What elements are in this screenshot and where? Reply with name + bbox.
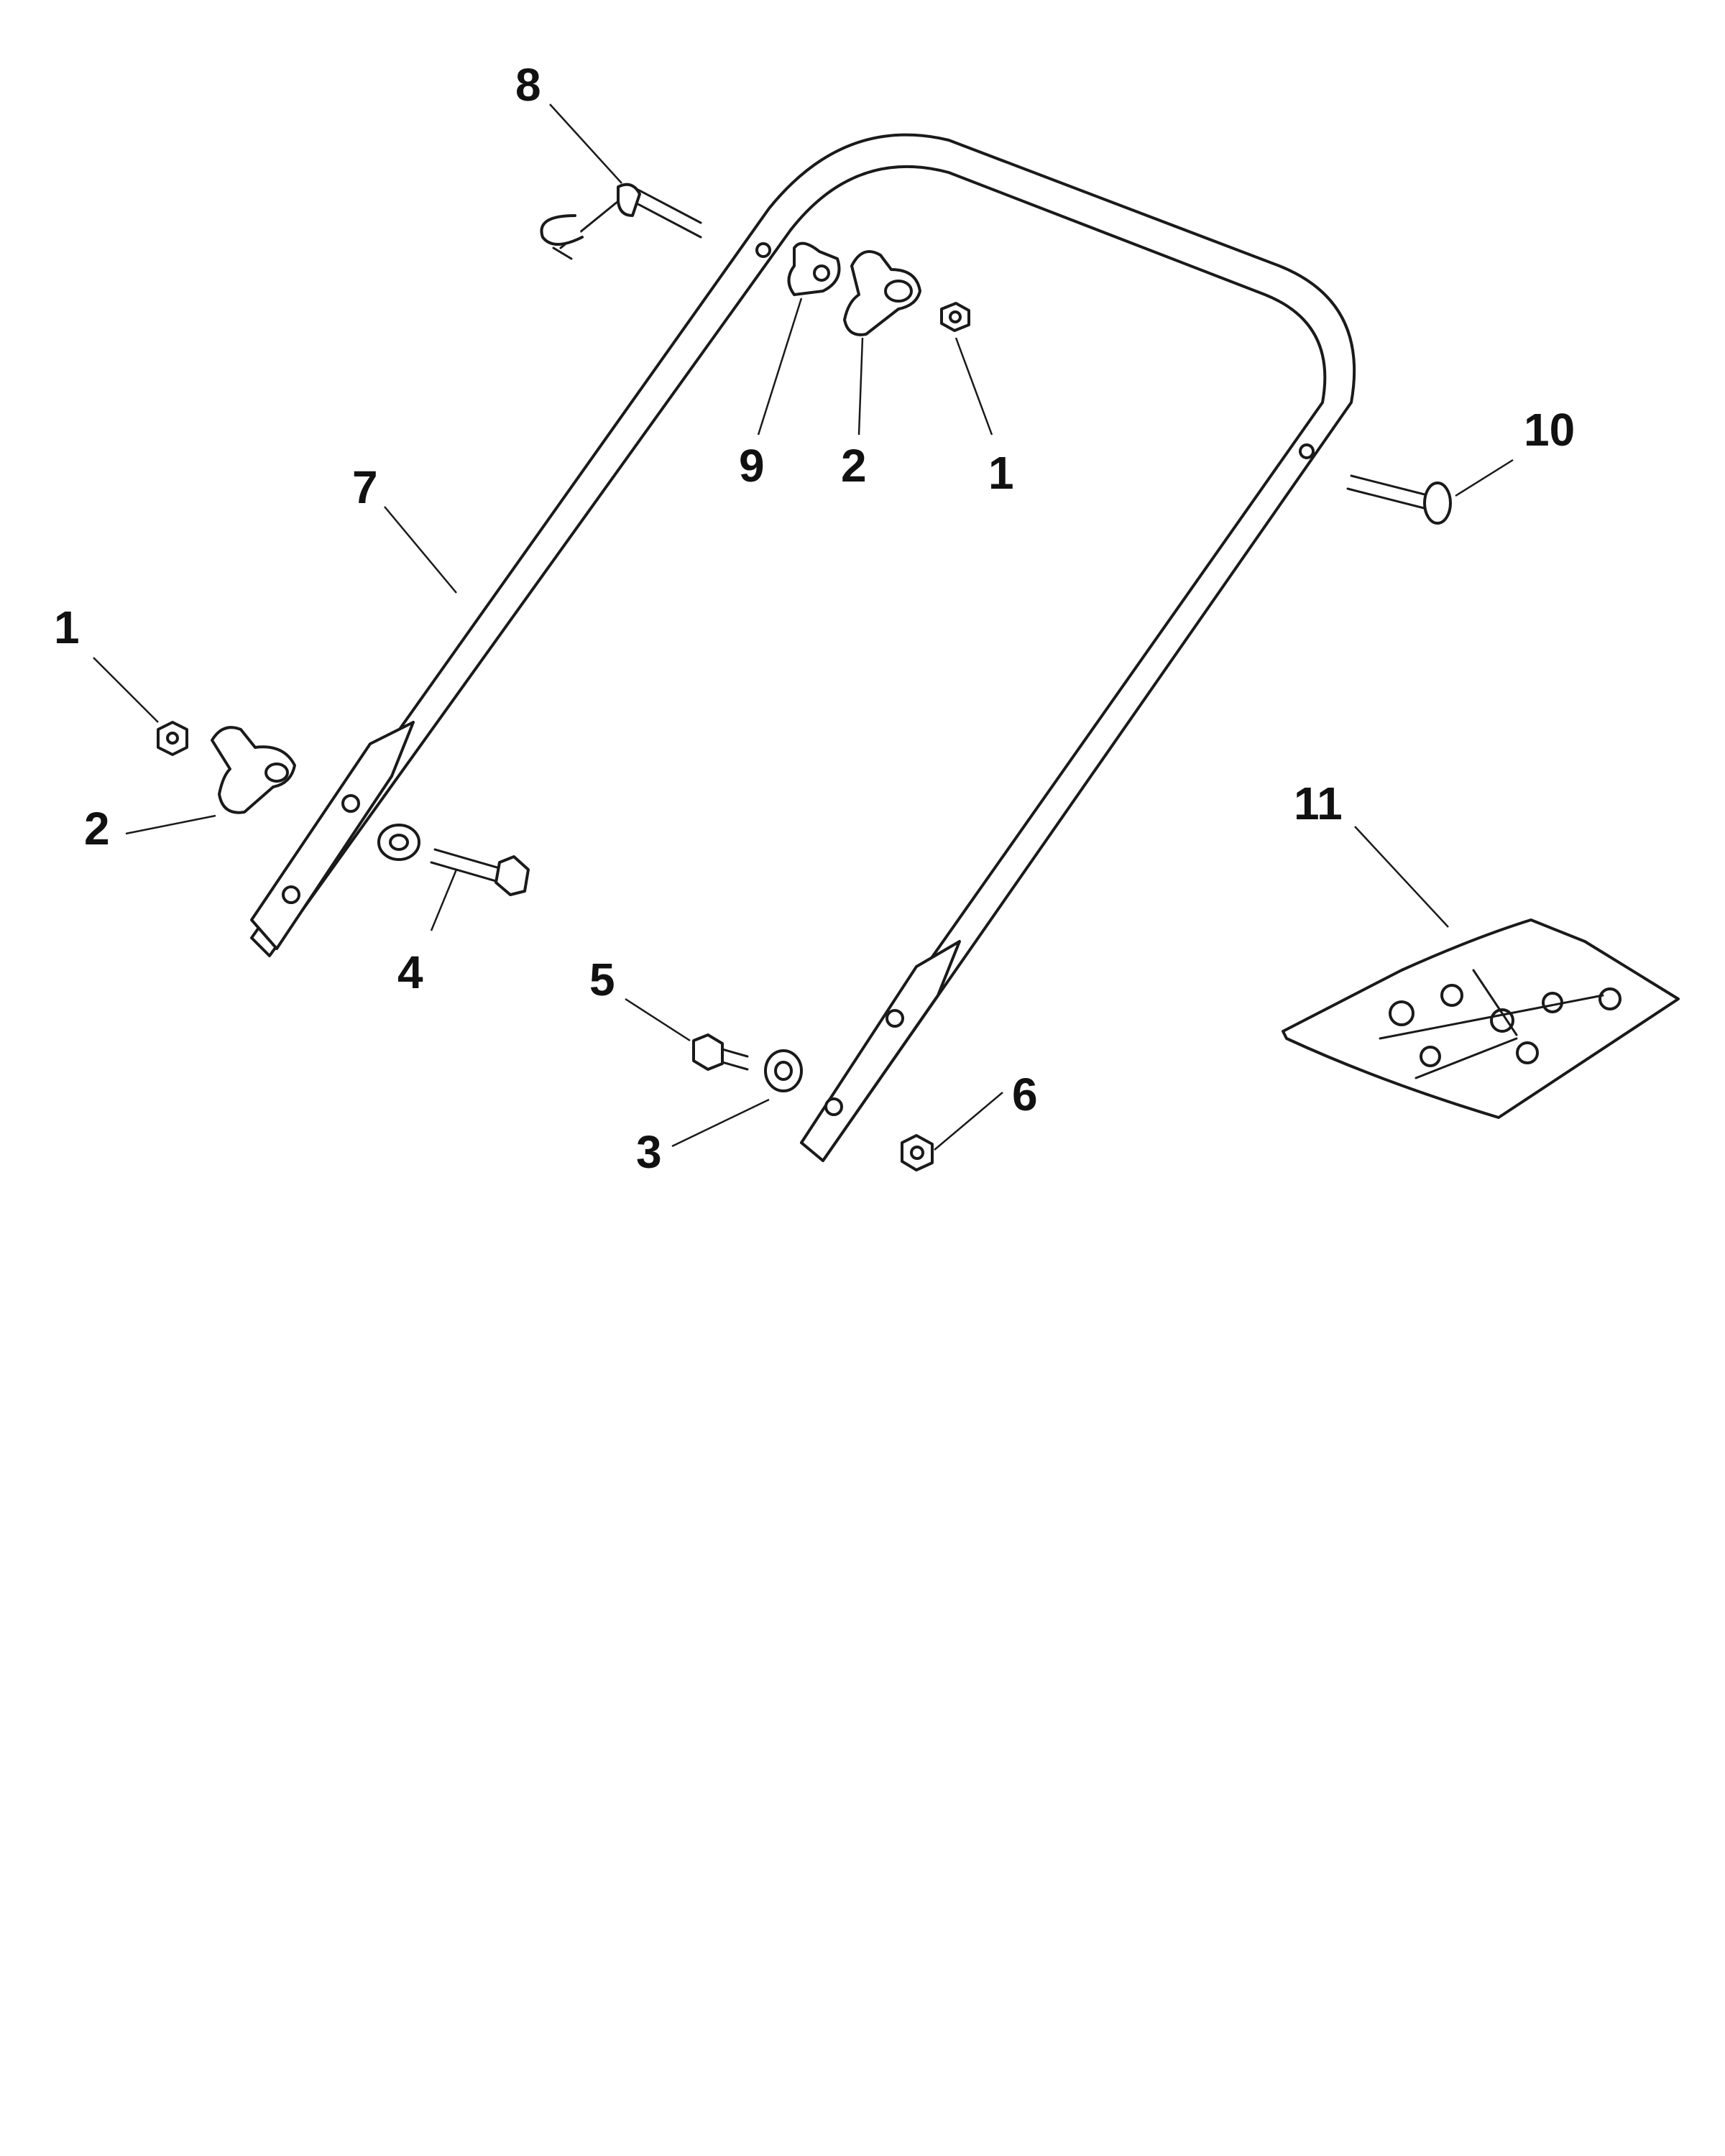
callout-label-7: 7 [352,461,378,513]
upper-handle [250,133,1356,1162]
clevis-pin-with-clip [540,183,702,260]
handle-hole [282,885,300,904]
callout-label-11: 11 [1294,778,1343,829]
carriage-bolt [1346,474,1452,525]
nut [940,302,970,332]
cable-guide [787,241,841,296]
spacer-washer [764,1049,803,1092]
callout-label-3: 3 [636,1126,662,1178]
callout-label-5: 5 [589,954,615,1005]
handle-hole [341,794,360,813]
handle-hole [1299,443,1315,459]
handle-knob [211,726,296,814]
callout-label-6: 6 [1012,1069,1038,1120]
handle-knob [843,250,921,336]
callout-label-4: 4 [397,946,423,998]
nut [157,721,188,756]
callout-labels: 8 9 2 1 10 7 1 2 4 5 3 6 11 [54,59,1575,1178]
handle-hole [755,242,771,258]
callout-label-1: 1 [988,447,1014,499]
callout-label-1: 1 [54,602,80,653]
short-bolt [692,1033,749,1071]
lock-nut [901,1134,934,1171]
hardware-kit-bag [1282,918,1680,1119]
leader-lines [93,103,1514,1151]
callout-label-2: 2 [84,803,110,854]
callout-label-8: 8 [515,59,541,111]
callout-label-9: 9 [739,440,765,492]
callout-label-10: 10 [1524,404,1575,456]
handle-hole [824,1097,843,1116]
handle-hole [886,1009,904,1028]
bolt-with-washer [377,824,530,896]
callout-label-2: 2 [841,440,867,492]
